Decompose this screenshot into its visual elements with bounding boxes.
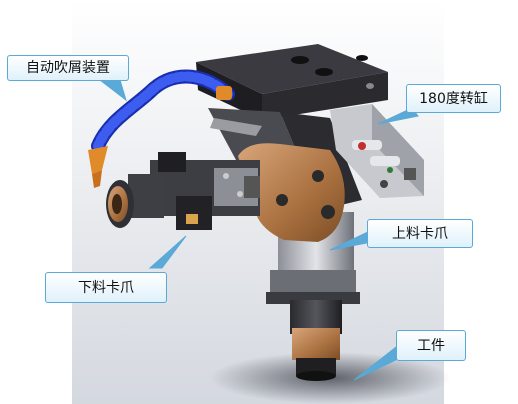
callout-lower-chuck: 下料卡爪 <box>45 272 167 303</box>
leader-lower-chuck <box>148 235 187 269</box>
workpiece <box>292 328 340 381</box>
rotary-cylinder <box>330 104 424 198</box>
gripper-nose <box>106 174 164 228</box>
callout-workpiece: 工件 <box>396 330 466 361</box>
callout-180-cylinder: 180度转缸 <box>406 84 501 113</box>
callout-upper-chuck: 上料卡爪 <box>367 219 473 248</box>
callout-auto-chip-blower: 自动吹屑装置 <box>7 55 129 81</box>
lower-gripper-assembly <box>150 152 260 230</box>
chip-blower-hose <box>88 69 235 188</box>
bronze-housing <box>238 143 345 242</box>
